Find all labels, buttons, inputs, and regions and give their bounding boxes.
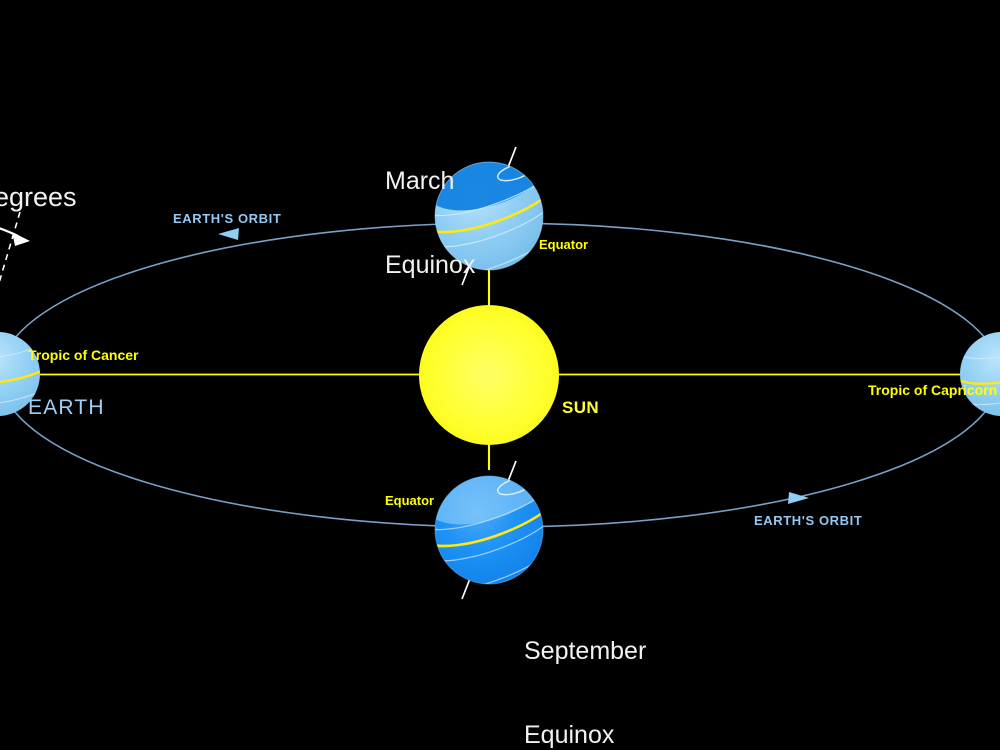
equator-line-right [960, 368, 1000, 385]
tropic-of-capricorn-ray [489, 368, 994, 381]
equator-line-march [435, 190, 543, 234]
earth-right-edge [960, 332, 1000, 416]
axial-tilt-annotation [0, 211, 30, 283]
sun-body [419, 305, 559, 445]
earth-september-equinox [434, 460, 544, 600]
tropic-of-cancer-ray [6, 368, 489, 381]
equator-line-left [0, 368, 40, 385]
earth-left-edge [0, 332, 40, 416]
orbit-direction-arrow-bottom [788, 492, 809, 504]
orbit-direction-arrow-top [218, 228, 239, 240]
tilt-arrow-head [12, 232, 30, 246]
tilt-reference-dashed-line [0, 211, 21, 283]
equator-line-september [435, 504, 543, 548]
earth-march-equinox [434, 146, 544, 286]
